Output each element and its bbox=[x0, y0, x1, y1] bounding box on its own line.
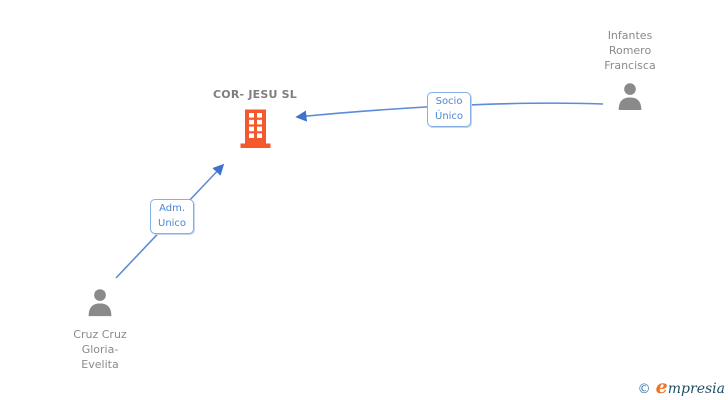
brand-logo-rest: mpresia bbox=[667, 381, 725, 397]
person-icon bbox=[88, 289, 112, 317]
person-name-line: Cruz Cruz bbox=[73, 328, 127, 341]
person-node-cruz-cruz-gloria-evelita[interactable]: Cruz Cruz Gloria- Evelita bbox=[38, 287, 162, 372]
person-name-line: Francisca bbox=[604, 59, 656, 72]
person-name-line: Infantes bbox=[607, 29, 653, 42]
copyright-icon: © bbox=[637, 382, 651, 397]
person-name-line: Romero bbox=[608, 44, 652, 57]
brand-logo-initial: e bbox=[655, 376, 668, 398]
relation-label-line: Adm. bbox=[159, 203, 185, 214]
company-node[interactable]: COR- JESU SL bbox=[193, 88, 317, 152]
person-name-line: Gloria- bbox=[81, 343, 119, 356]
person-icon bbox=[618, 83, 642, 110]
person-name: Cruz Cruz Gloria- Evelita bbox=[38, 327, 162, 372]
person-node-infantes-romero-francisca[interactable]: Infantes Romero Francisca bbox=[568, 28, 692, 114]
relation-label-adm-unico: Adm. Unico bbox=[150, 199, 195, 234]
relation-label-socio-unico: Socio Único bbox=[427, 92, 472, 127]
empresia-watermark: © empresia bbox=[638, 376, 725, 398]
person-name-line: Evelita bbox=[81, 358, 119, 371]
relation-label-line: Único bbox=[435, 111, 464, 122]
company-name: COR- JESU SL bbox=[213, 88, 297, 101]
relation-label-line: Unico bbox=[158, 218, 187, 229]
relation-label-line: Socio bbox=[435, 96, 463, 107]
brand-logo: empresia bbox=[656, 376, 725, 398]
building-icon bbox=[240, 109, 270, 148]
person-name: Infantes Romero Francisca bbox=[568, 28, 692, 73]
